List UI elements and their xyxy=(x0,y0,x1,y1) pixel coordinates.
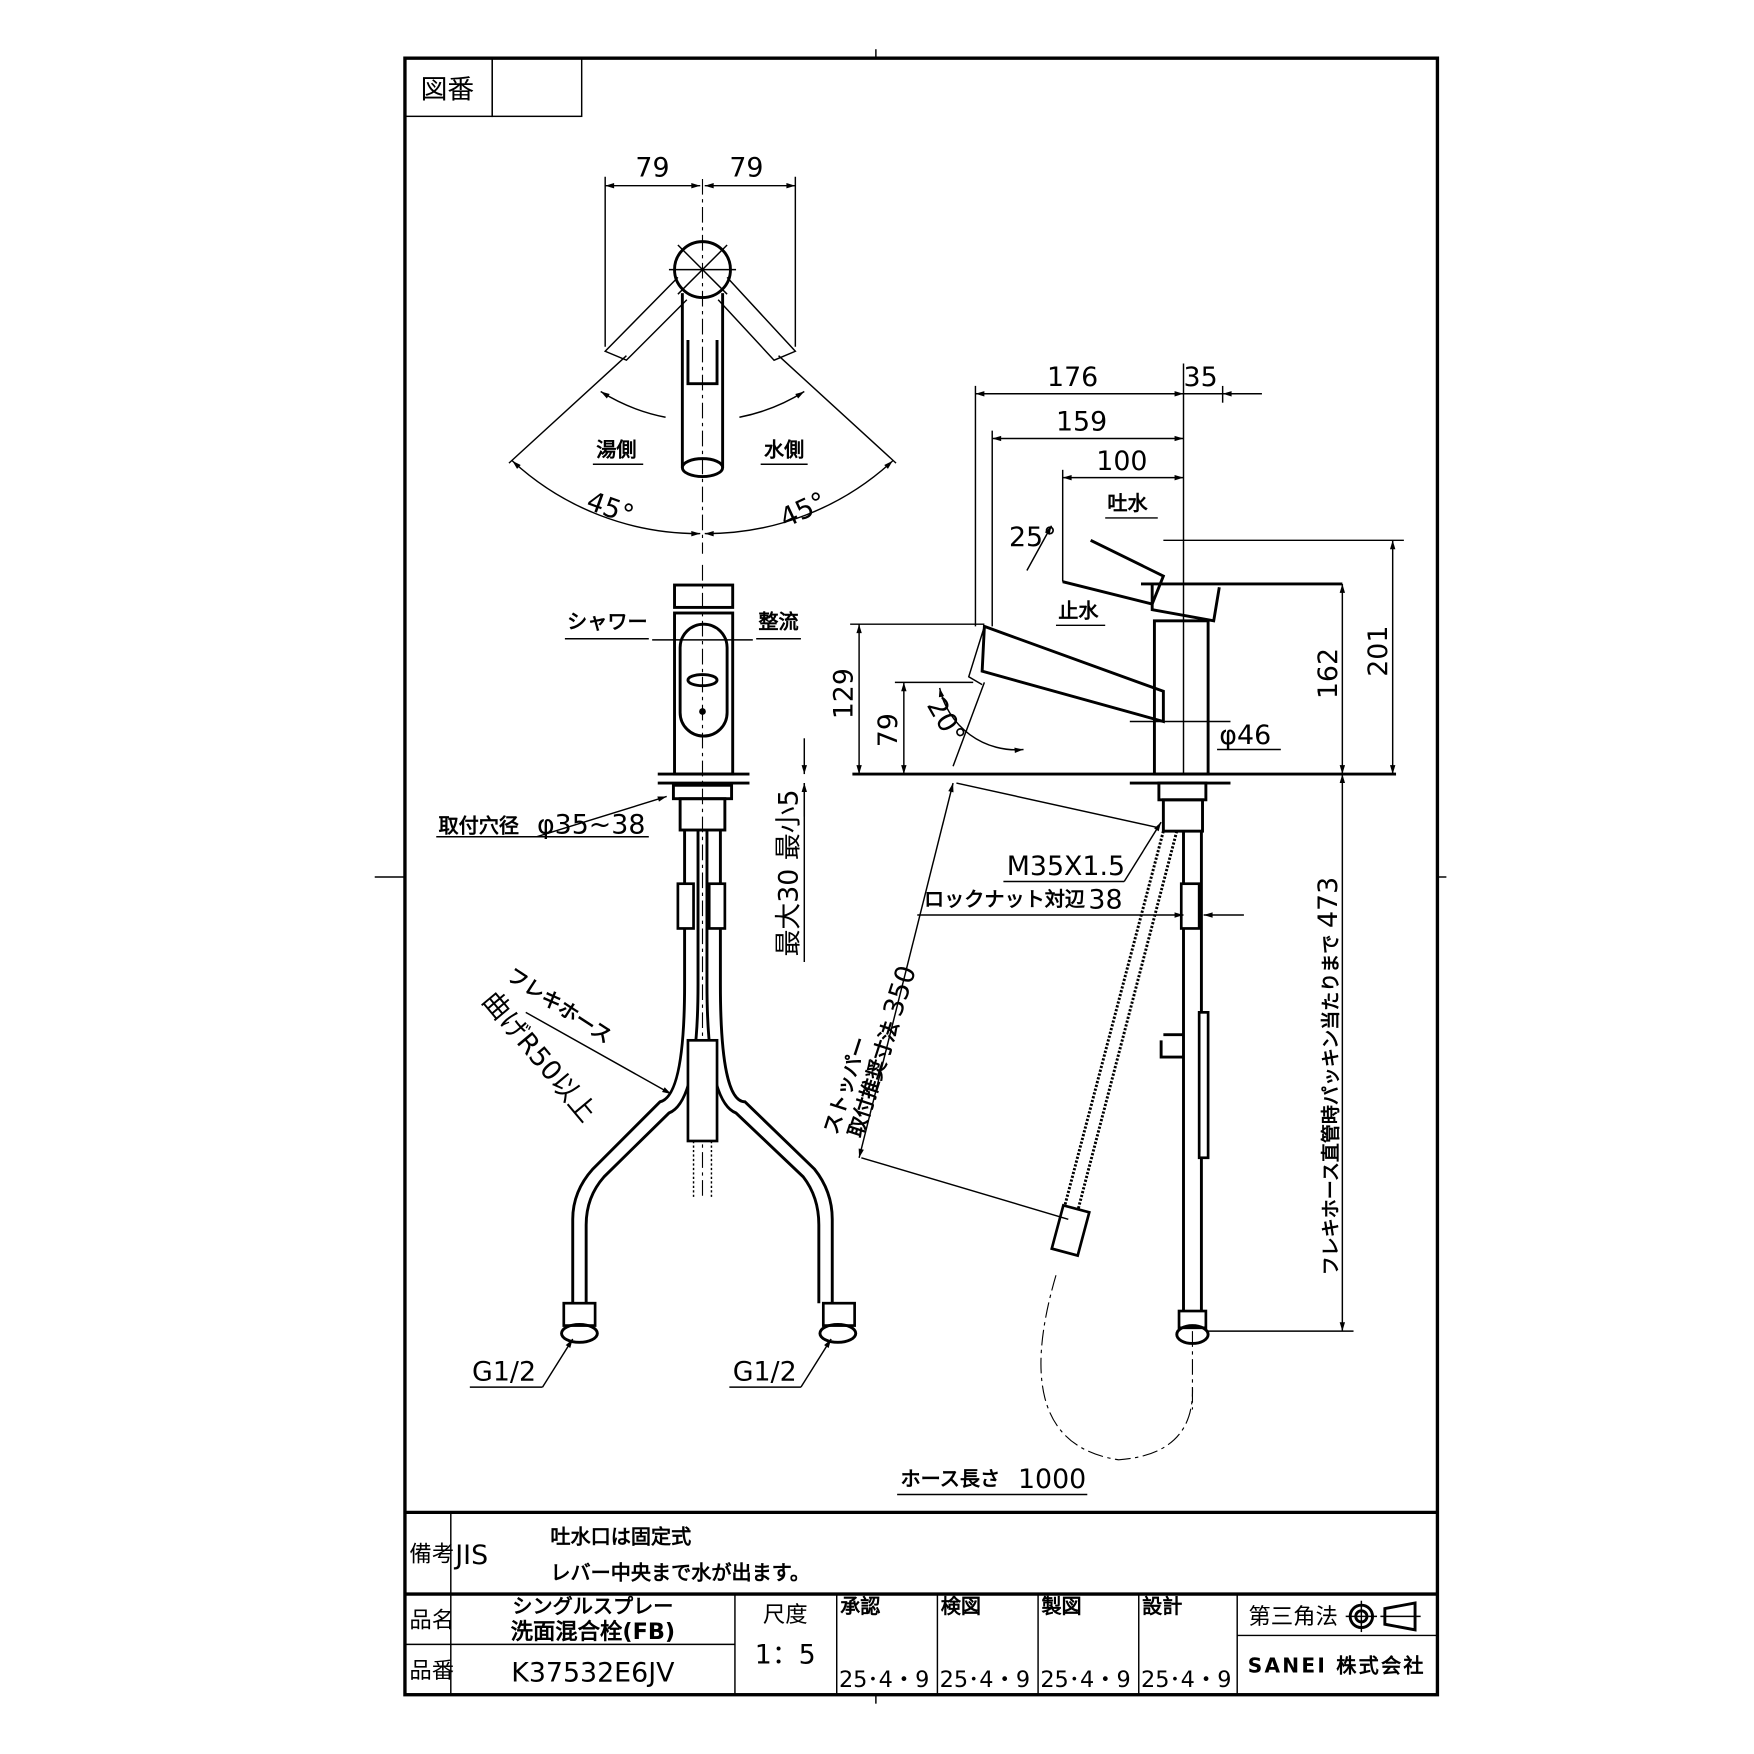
dim-129: 129 xyxy=(828,668,859,719)
drawn-date: 25･4・9 xyxy=(1040,1667,1130,1693)
flex-473-label: フレキホース直管時パッキン当たりまで 473 xyxy=(1313,877,1344,1275)
dim-159: 159 xyxy=(1056,407,1107,438)
projection-label: 第三角法 xyxy=(1248,1604,1337,1630)
top-dim-right: 79 xyxy=(729,153,763,184)
design-date: 25･4・9 xyxy=(1141,1667,1231,1693)
locknut-label: ロックナット対辺 xyxy=(924,887,1085,911)
spout-on-label: 吐水 xyxy=(1107,491,1148,515)
top-view: 79 79 湯側 水側 45° 45° xyxy=(508,153,897,554)
front-view: シャワー 整流 取付穴径 φ35~38 最大30 最小5 フレキホース 曲げR5… xyxy=(436,564,858,1388)
hose-length-value: 1000 xyxy=(1018,1464,1086,1495)
hose-length-label: ホース長さ xyxy=(900,1467,1000,1491)
dim-162: 162 xyxy=(1313,648,1344,699)
cold-side-label: 水側 xyxy=(764,437,804,461)
scale-value: 1：5 xyxy=(755,1639,816,1670)
name-line2: 洗面混合栓(FB) xyxy=(511,1618,676,1645)
part-label: 品番 xyxy=(409,1658,454,1684)
side-view: 176 35 159 100 吐水 25° 止水 129 79 20° φ46 … xyxy=(819,362,1404,1496)
diameter-label: φ46 xyxy=(1219,720,1271,751)
flex-473-text: フレキホース直管時パッキン当たりまで xyxy=(1319,935,1342,1275)
mount-hole-value: φ35~38 xyxy=(537,809,645,840)
remarks-std: JIS xyxy=(453,1540,488,1571)
part-number: K37532E6JV xyxy=(511,1657,675,1688)
inlet-right-label: G1/2 xyxy=(733,1356,797,1387)
remarks-label: 備考 xyxy=(409,1542,454,1568)
stopper-value: 350 xyxy=(878,962,923,1020)
third-angle-projection-icon xyxy=(1345,1600,1421,1633)
figure-number-label: 図番 xyxy=(421,74,475,105)
drawn-label: 製図 xyxy=(1040,1594,1081,1618)
check-label: 検図 xyxy=(941,1594,981,1618)
flex-473-value: 473 xyxy=(1313,877,1344,928)
straight-flow-label: 整流 xyxy=(757,610,798,634)
angle-right-label: 45° xyxy=(775,486,831,534)
remarks-line2: レバー中央まで水が出ます。 xyxy=(550,1560,810,1584)
angle-left-label: 45° xyxy=(583,486,638,531)
dim-201: 201 xyxy=(1363,626,1394,677)
dim-79: 79 xyxy=(873,713,904,747)
angle-25-label: 25° xyxy=(1009,522,1057,553)
approval-label: 承認 xyxy=(840,1594,880,1618)
scale-label: 尺度 xyxy=(763,1602,808,1628)
name-line1: シングルスプレー xyxy=(512,1594,673,1618)
company-name: SANEI 株式会社 xyxy=(1248,1653,1426,1677)
check-date: 25･4・9 xyxy=(940,1667,1030,1693)
figure-number-box: 図番 xyxy=(404,57,583,118)
approval-date: 25･4・9 xyxy=(839,1667,929,1693)
mount-hole-label: 取付穴径 xyxy=(439,813,520,837)
locknut-value: 38 xyxy=(1088,884,1122,915)
inlet-left-label: G1/2 xyxy=(472,1356,536,1387)
dim-35: 35 xyxy=(1184,362,1218,393)
dim-176: 176 xyxy=(1047,362,1098,393)
counter-thickness-label: 最大30 最小5 xyxy=(774,789,805,956)
spout-off-label: 止水 xyxy=(1058,598,1099,622)
name-label: 品名 xyxy=(409,1608,454,1634)
title-block: 備考 JIS 吐水口は固定式 レバー中央まで水が出ます。 品名 シングルスプレー… xyxy=(404,1510,1438,1695)
remarks-line1: 吐水口は固定式 xyxy=(550,1525,691,1549)
dim-100: 100 xyxy=(1096,446,1147,477)
top-dim-left: 79 xyxy=(635,153,669,184)
design-label: 設計 xyxy=(1142,1594,1182,1618)
shower-label: シャワー xyxy=(567,610,647,634)
drawing-border xyxy=(403,56,1440,1697)
hot-side-label: 湯側 xyxy=(596,437,636,461)
thread-label: M35X1.5 xyxy=(1007,851,1125,882)
